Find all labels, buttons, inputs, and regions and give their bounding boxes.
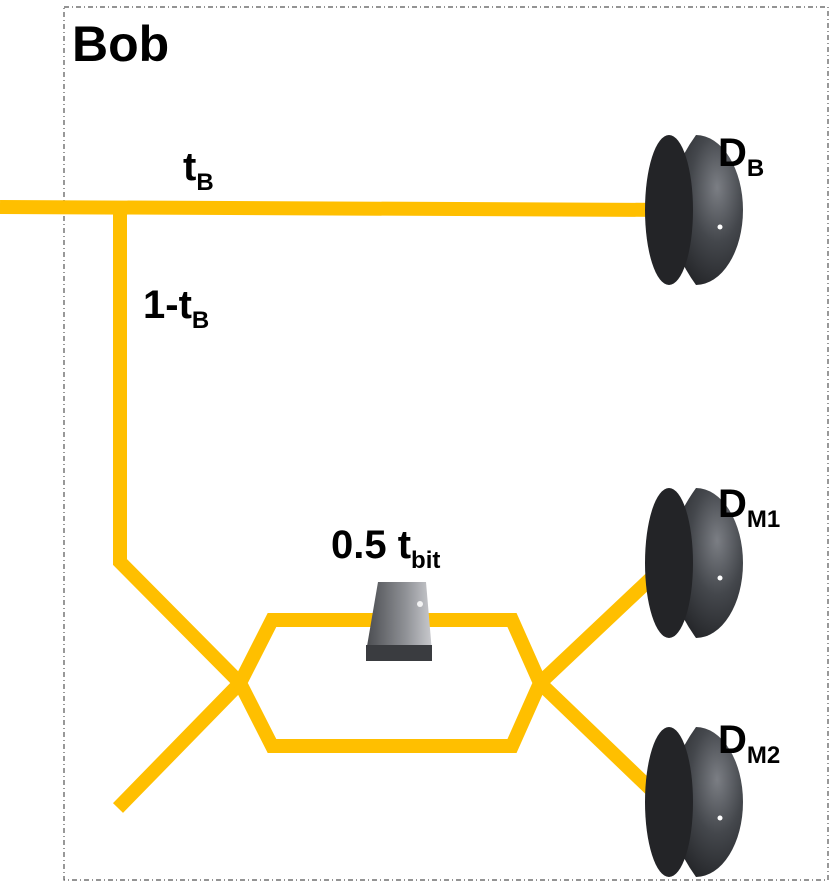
input-beam (0, 200, 679, 217)
beam-paths (0, 200, 679, 813)
bob-title: Bob (72, 16, 169, 72)
label-detector-db: DB (718, 131, 764, 182)
label-detector-dm2: DM2 (718, 718, 780, 769)
delay-block (366, 582, 432, 661)
label-transmitted: tB (183, 145, 214, 196)
detector-dm1 (645, 488, 743, 638)
output-to-dm2 (535, 677, 670, 809)
detector-dm2 (645, 727, 743, 877)
reflected-beam (113, 207, 245, 688)
label-detector-dm1: DM1 (718, 482, 780, 533)
label-delay: 0.5 tbit (331, 523, 440, 574)
output-to-dm1 (535, 559, 670, 689)
bob-frame (63, 6, 829, 881)
first-coupler-lower-input (112, 678, 246, 813)
detector-db (645, 135, 743, 285)
label-reflected: 1-tB (143, 283, 209, 334)
